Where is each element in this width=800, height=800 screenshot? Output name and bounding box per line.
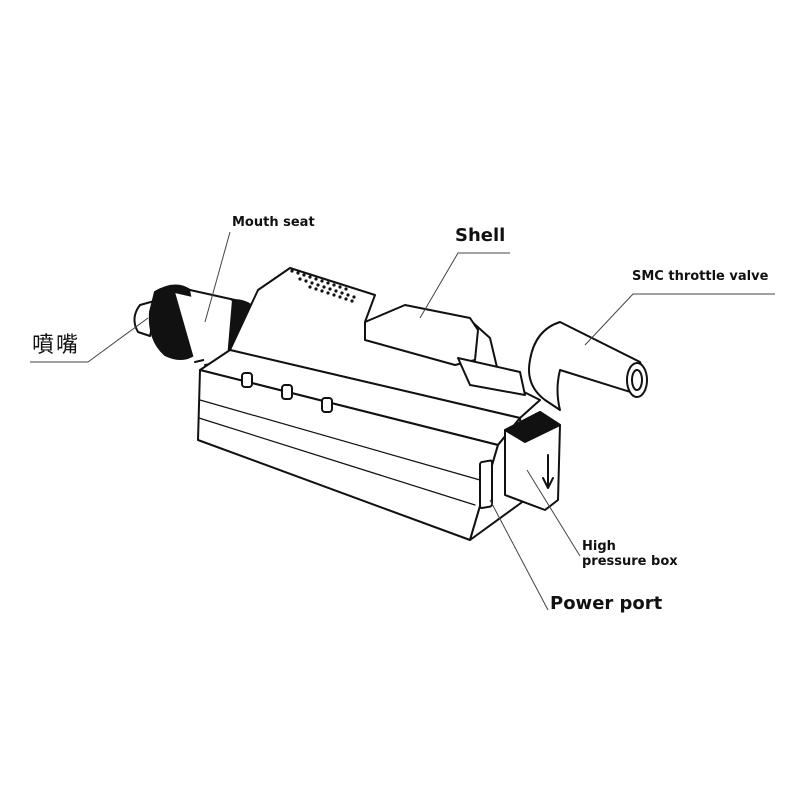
leader-smc xyxy=(584,293,775,346)
leader-shell xyxy=(419,252,510,319)
label-high-pressure-box-line2: pressure box xyxy=(582,553,678,569)
smc-valve xyxy=(528,321,648,411)
label-nozzle: 噴嘴 xyxy=(32,333,81,358)
high-pressure-box xyxy=(504,411,561,511)
leader-power-port xyxy=(489,499,549,611)
leader-nozzle xyxy=(30,317,149,363)
valve-stem xyxy=(457,357,526,396)
label-shell: Shell xyxy=(455,225,506,246)
label-mouth-seat: Mouth seat xyxy=(232,215,315,230)
leader-mouth-seat xyxy=(204,231,231,323)
vent-dots xyxy=(290,269,356,303)
shell-block xyxy=(364,304,479,366)
power-port-slot xyxy=(479,459,493,510)
label-smc-throttle-valve: SMC throttle valve xyxy=(632,269,769,284)
indicator-lights xyxy=(241,372,333,413)
label-power-port: Power port xyxy=(550,593,663,614)
leader-high-pressure xyxy=(526,469,581,557)
label-high-pressure-box: High pressure box xyxy=(582,539,678,570)
label-high-pressure-box-line1: High xyxy=(582,539,616,554)
